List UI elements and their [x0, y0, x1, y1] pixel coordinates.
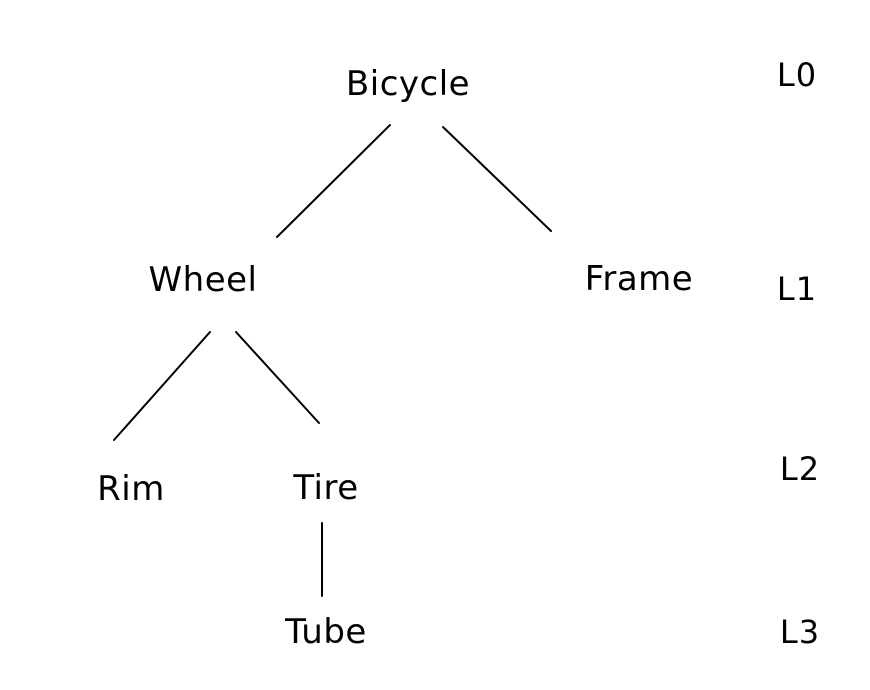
edge-wheel-to-rim: [113, 331, 211, 441]
edge-wheel-to-tire: [235, 331, 320, 424]
edge-bicycle-to-frame: [442, 126, 552, 232]
tree-node-frame[interactable]: Frame: [584, 259, 694, 299]
tree-node-tube[interactable]: Tube: [285, 612, 367, 652]
tree-node-rim[interactable]: Rim: [97, 469, 165, 509]
tree-node-tire[interactable]: Tire: [293, 468, 359, 508]
level-label-l2: L2: [779, 450, 821, 488]
tree-node-wheel[interactable]: Wheel: [148, 260, 258, 300]
tree-node-bicycle[interactable]: Bicycle: [345, 64, 471, 104]
level-label-l1: L1: [776, 270, 818, 308]
level-label-l0: L0: [776, 56, 818, 94]
level-label-l3: L3: [779, 613, 821, 651]
edge-bicycle-to-wheel: [276, 124, 391, 238]
